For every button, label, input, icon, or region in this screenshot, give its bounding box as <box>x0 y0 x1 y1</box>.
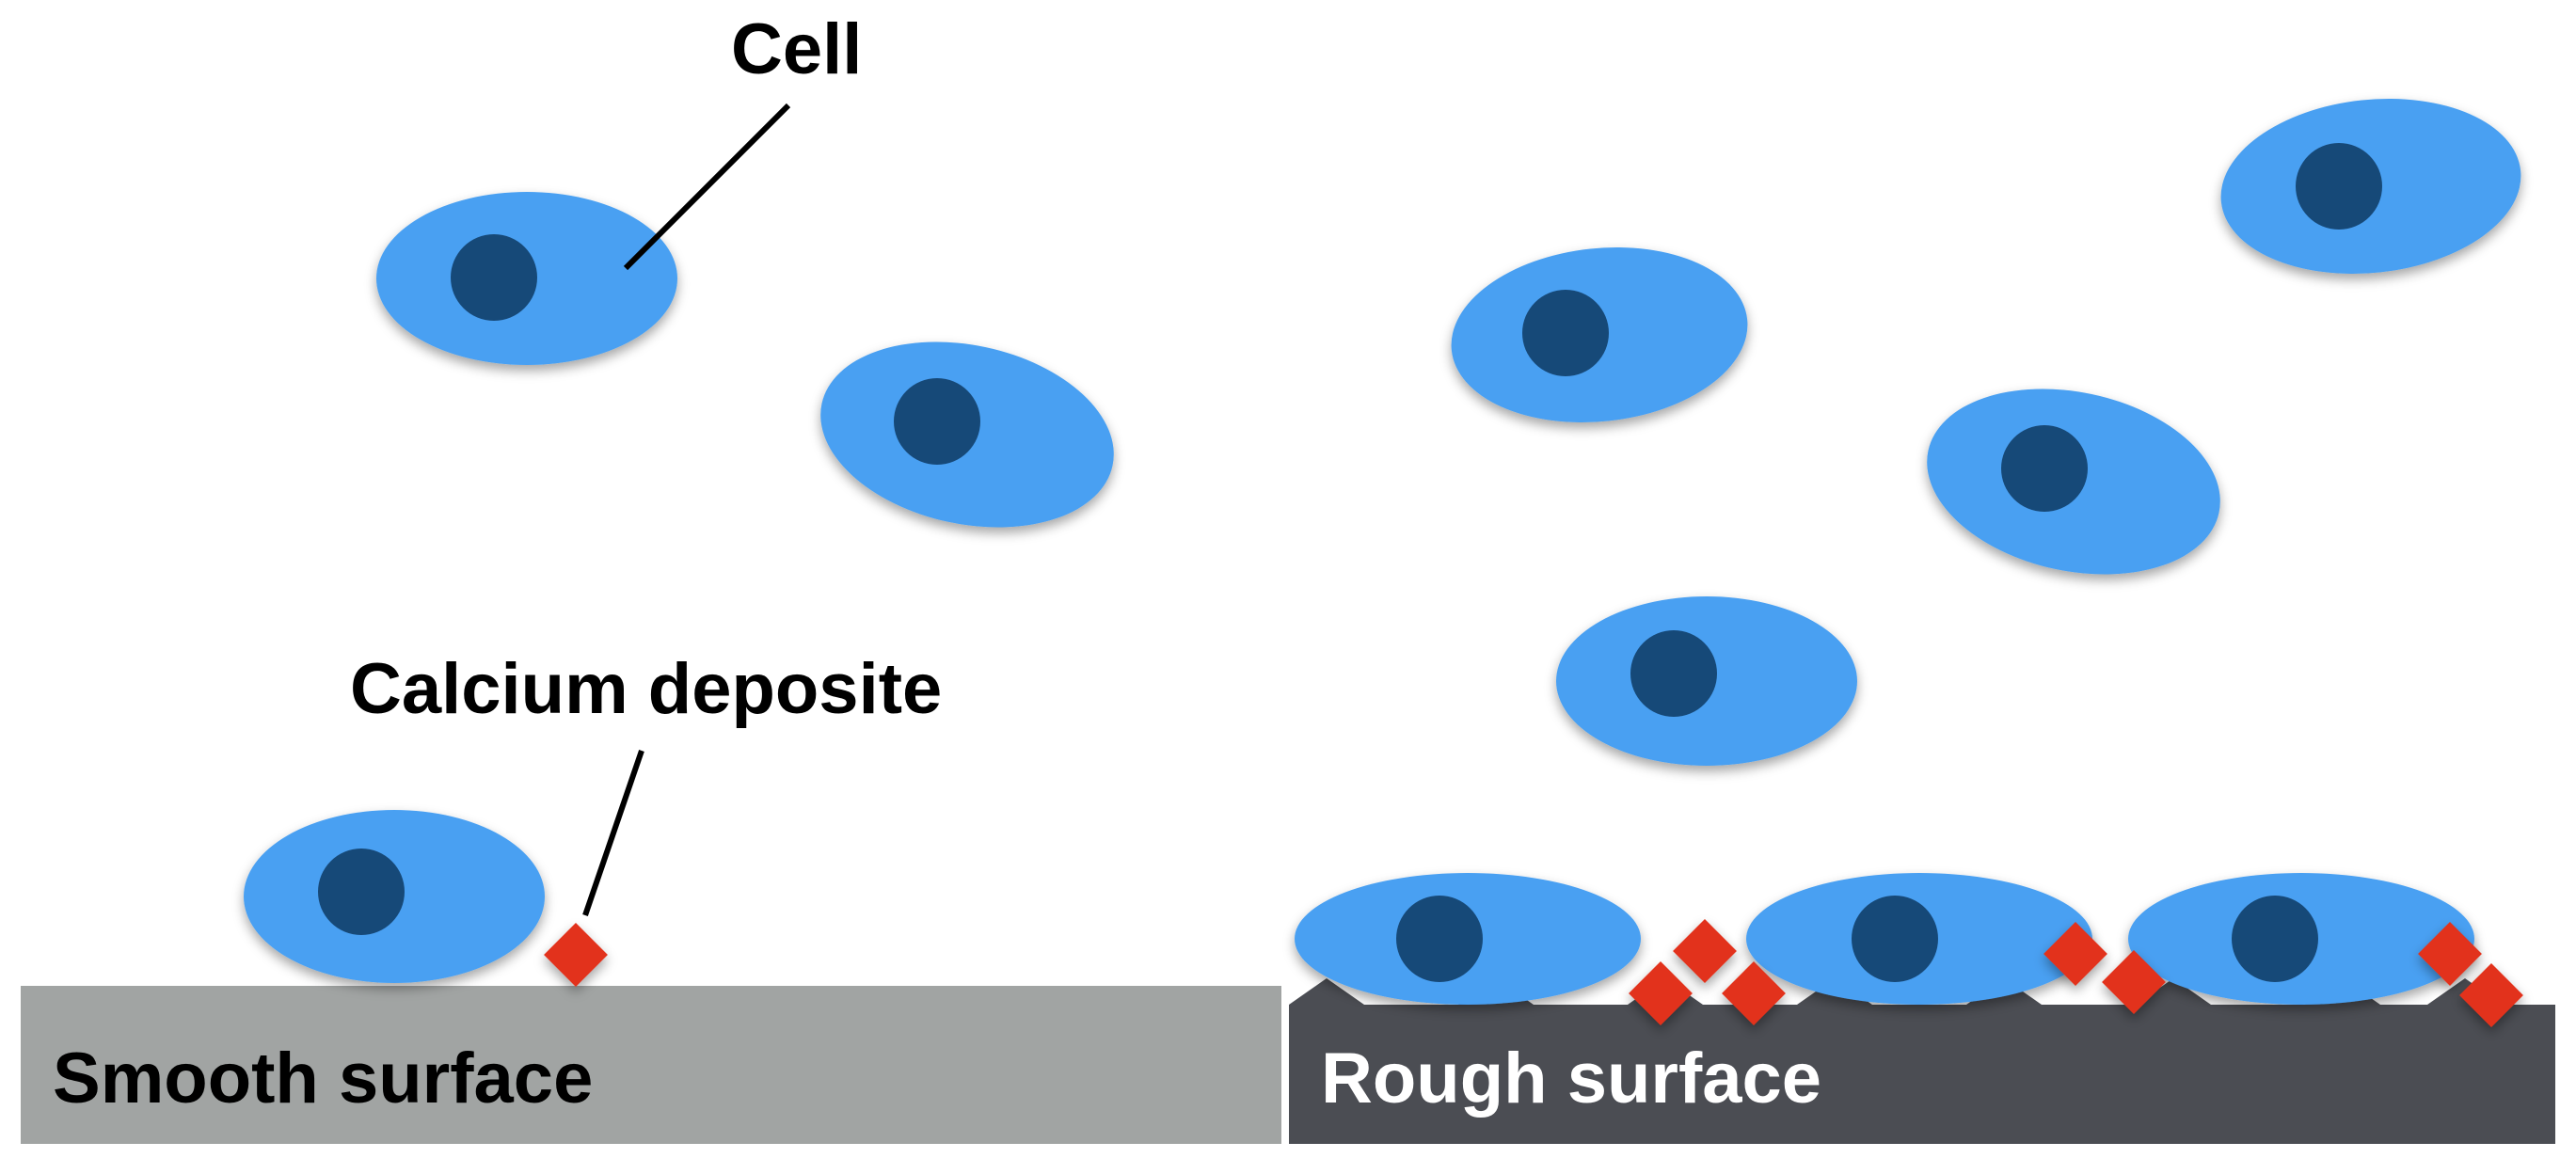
cell-label: Cell <box>731 9 862 89</box>
adhered-cell <box>2128 873 2474 1005</box>
calcium-deposit <box>544 923 608 987</box>
calcium-deposit <box>2459 963 2523 1027</box>
calcium-deposit <box>2102 950 2166 1014</box>
cell-nucleus <box>894 378 980 465</box>
cell <box>1556 596 1857 766</box>
calcium-deposit <box>1673 919 1737 983</box>
cell <box>376 192 677 365</box>
calcium-deposit <box>2043 922 2107 986</box>
calcium-deposit-leader-line <box>582 750 644 916</box>
cell <box>1451 247 1748 422</box>
adhered-cell <box>1295 873 1641 1005</box>
cell-nucleus <box>1522 290 1609 376</box>
calcium-deposit <box>2418 922 2482 986</box>
cell <box>1927 389 2220 575</box>
smooth-surface-label: Smooth surface <box>53 1039 593 1118</box>
cell-nucleus <box>1852 896 1938 982</box>
calcium-deposit-label: Calcium deposite <box>350 649 942 729</box>
cell-nucleus <box>1396 896 1483 982</box>
cell <box>2220 98 2521 275</box>
smooth-surface <box>21 986 1281 1144</box>
smooth-panel: Smooth surface Cell Calcium deposite <box>21 9 1281 1144</box>
rough-surface-label: Rough surface <box>1321 1039 1821 1118</box>
cell <box>820 341 1114 528</box>
cell-nucleus <box>2232 896 2318 982</box>
rough-panel: Rough surface <box>1289 98 2555 1144</box>
rough-surface <box>1289 978 2555 1144</box>
cell-nucleus <box>2296 143 2382 230</box>
cell-nucleus <box>2001 425 2088 512</box>
adhered-cell <box>244 810 545 983</box>
cell-nucleus <box>318 849 405 935</box>
cell-nucleus <box>1630 630 1717 717</box>
cell-nucleus <box>451 234 537 321</box>
adhered-cell <box>1746 873 2092 1005</box>
cell-leader-line <box>623 103 791 271</box>
